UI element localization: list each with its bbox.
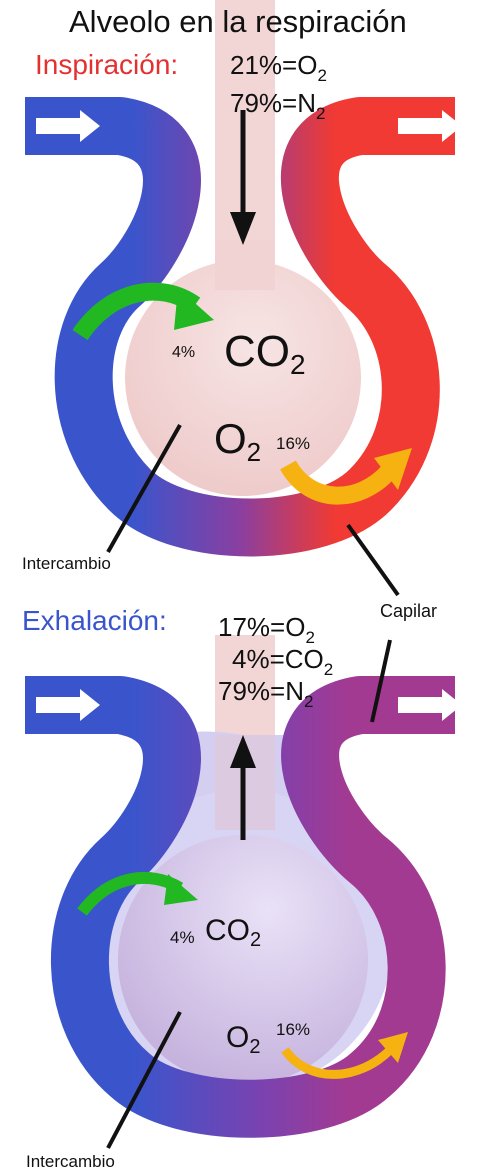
exhalation-o2-value: 17%=O2 <box>218 612 315 647</box>
intercambio-pointer <box>106 424 182 553</box>
exhalation-exchange-label: Intercambio <box>26 1152 115 1171</box>
capillary-label: Capilar <box>380 601 437 621</box>
inspiration-co2-label: CO2 <box>224 327 306 380</box>
inhale-arrow-icon <box>230 212 256 245</box>
outflow-arrow-icon <box>398 110 462 142</box>
exhalation-co2-pct: 4% <box>170 928 195 947</box>
capilar-pointer-bottom <box>370 639 392 723</box>
inspiration-alveolus-group <box>25 0 462 597</box>
exhalation-o2-pct: 16% <box>276 1020 310 1039</box>
o2-transfer-arrow-icon <box>281 1046 394 1079</box>
inflow-arrow-icon <box>36 110 100 142</box>
exhalation-co2-label: CO2 <box>205 914 261 951</box>
exhalation-co2-value: 4%=CO2 <box>232 644 333 679</box>
exhalation-label: Exhalación: <box>22 605 167 636</box>
exhale-arrow-icon <box>230 735 256 768</box>
inspiration-co2-pct: 4% <box>172 344 195 361</box>
inspiration-o2-label: O2 <box>214 415 261 467</box>
inspiration-o2-pct: 16% <box>276 434 310 453</box>
exhalation-alveolus-group <box>25 635 462 1149</box>
exhalation-capillary <box>25 676 455 1138</box>
exhalation-o2-label: O2 <box>226 1021 260 1058</box>
outflow-arrow-icon <box>398 689 462 721</box>
exhalation-n2-value: 79%=N2 <box>218 676 313 711</box>
capilar-pointer-top <box>346 523 400 597</box>
o2-transfer-arrow-icon <box>280 460 397 505</box>
inspiration-n2-value: 79%=N2 <box>230 88 325 123</box>
exhalation-airway <box>215 635 275 735</box>
inspiration-capillary <box>25 97 455 557</box>
diagram-title: Alveolo en la respiración <box>69 4 407 39</box>
intercambio-pointer <box>106 1011 182 1149</box>
inspiration-o2-value: 21%=O2 <box>230 50 327 85</box>
inspiration-label: Inspiración: <box>35 49 178 80</box>
inspiration-exchange-label: Intercambio <box>22 554 111 573</box>
inflow-arrow-icon <box>36 689 100 721</box>
